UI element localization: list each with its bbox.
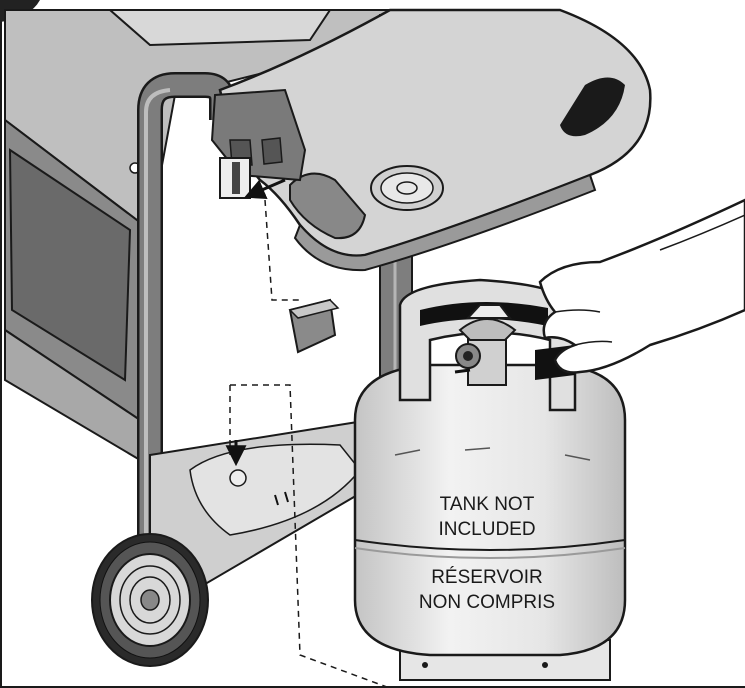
grill-cabinet-door xyxy=(8,148,132,382)
tank-label-en-line2: INCLUDED xyxy=(438,519,535,540)
tank-label-fr-line1: RÉSERVOIR xyxy=(431,567,543,588)
hand-illustration xyxy=(538,198,745,374)
tank-recess xyxy=(189,443,361,536)
grill-body xyxy=(4,9,402,462)
arrow-icon xyxy=(244,178,286,199)
propane-tank: TANK NOT INCLUDED RÉSERVOIR NON COMPRIS xyxy=(353,278,627,681)
wheel-icon xyxy=(91,533,209,667)
tank-label-fr-line2: NON COMPRIS xyxy=(419,592,555,613)
tank-clip xyxy=(288,298,340,354)
tank-locator-peg xyxy=(229,469,247,487)
guide-line-upper xyxy=(264,199,300,301)
tank-seam xyxy=(354,539,626,551)
grill-lid-handle xyxy=(107,9,332,47)
tank-body xyxy=(353,363,627,657)
shelf-slot xyxy=(289,172,367,240)
shelf-handle-cutout xyxy=(560,77,625,137)
tank-label-en-line1: TANK NOT xyxy=(440,494,535,515)
side-shelf xyxy=(210,8,652,272)
valve-icon xyxy=(455,304,517,386)
